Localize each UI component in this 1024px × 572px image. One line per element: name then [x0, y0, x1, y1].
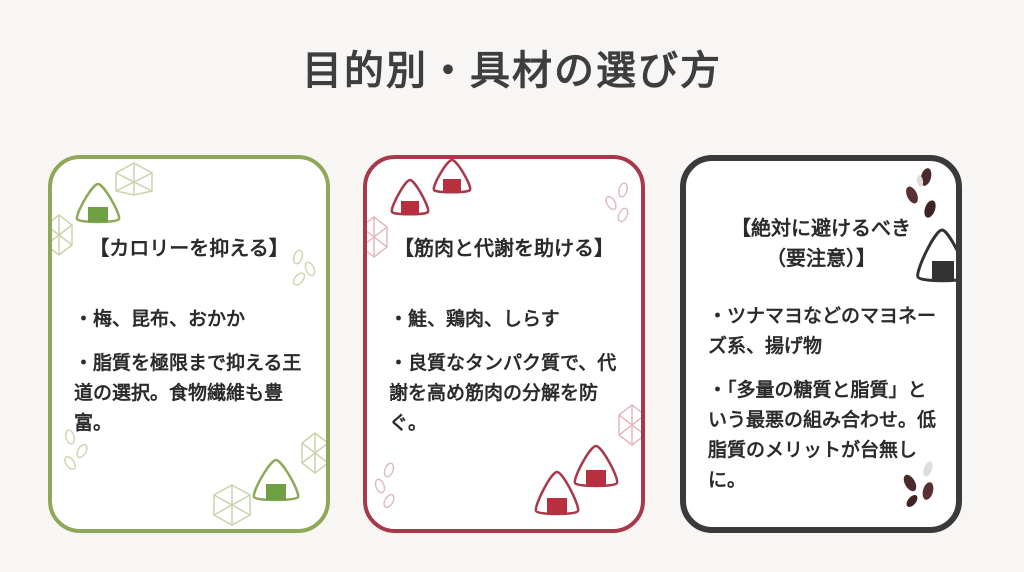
asanoha-pattern-icon [115, 162, 153, 196]
bullet-item: ・良質なタンパク質で、代謝を高め筋肉の分解を防ぐ。 [389, 352, 617, 434]
bullet-item: ・鮭、鶏肉、しらす [389, 308, 560, 330]
rice-grain-icon [903, 461, 934, 507]
rice-grain-icon [292, 249, 316, 286]
onigiri-icon [75, 182, 121, 224]
card-avoid-caution: 【絶対に避けるべき （要注意）】 ・ツナマヨなどのマヨネーズ系、揚げ物 ・「多量… [680, 155, 962, 533]
rice-grain-icon [906, 168, 936, 218]
rice-grain-icon [374, 462, 395, 509]
card-heading-line: 【絶対に避けるべき [731, 216, 911, 240]
onigiri-icon [252, 458, 300, 502]
card-heading-line: （要注意）】 [766, 246, 876, 270]
asanoha-pattern-icon [301, 432, 326, 474]
asanoha-pattern-icon [618, 404, 641, 446]
onigiri-icon [573, 444, 619, 488]
bullet-item: ・ツナマヨなどのマヨネーズ系、揚げ物 [708, 305, 937, 357]
onigiri-icon [390, 178, 430, 216]
onigiri-icon [916, 228, 956, 283]
card-heading: 【カロリーを抑える】 [89, 236, 289, 260]
asanoha-pattern-icon [213, 484, 251, 526]
asanoha-pattern-icon [52, 214, 73, 256]
rice-grain-icon [605, 182, 629, 223]
card-low-calorie: 【カロリーを抑える】 ・梅、昆布、おかか ・脂質を極限まで抑える王道の選択。食物… [48, 155, 330, 533]
bullet-item: ・脂質を極限まで抑える王道の選択。食物繊維も豊富。 [74, 352, 302, 434]
onigiri-icon [432, 159, 472, 194]
card-heading: 【絶対に避けるべき （要注意）】 [686, 213, 956, 273]
rice-grain-icon [64, 429, 88, 470]
card-heading: 【筋肉と代謝を助ける】 [394, 236, 614, 260]
card-muscle-metabolism: 【筋肉と代謝を助ける】 ・鮭、鶏肉、しらす ・良質なタンパク質で、代謝を高め筋肉… [363, 155, 645, 533]
asanoha-pattern-icon [367, 216, 388, 258]
bullet-item: ・「多量の糖質と脂質」という最悪の組み合わせ。低脂質のメリットが台無しに。 [708, 379, 937, 491]
onigiri-icon [534, 470, 580, 516]
bullet-item: ・梅、昆布、おかか [74, 308, 246, 330]
page-title: 目的別・具材の選び方 [302, 48, 722, 94]
